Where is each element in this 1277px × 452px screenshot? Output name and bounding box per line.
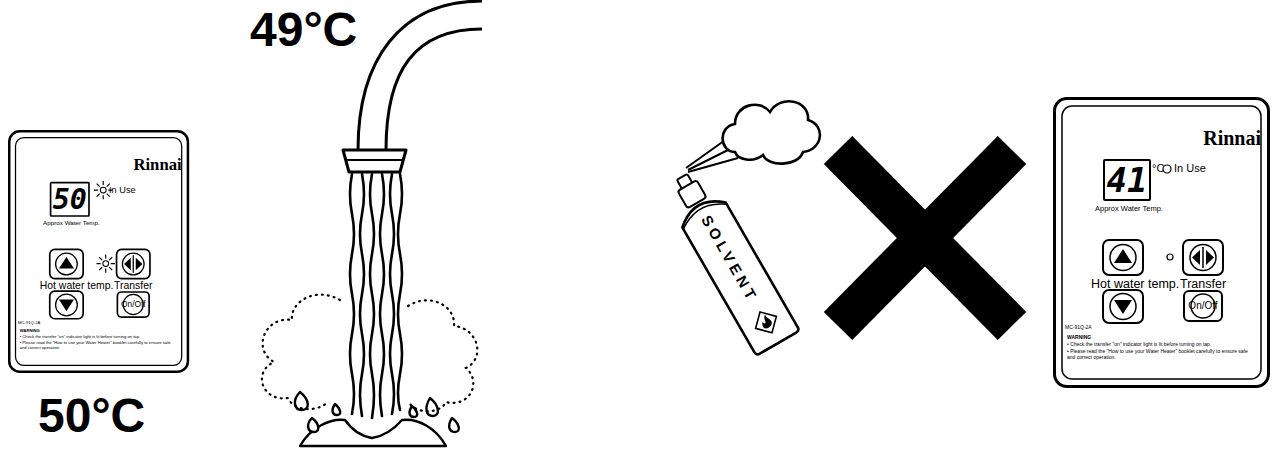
hose bbox=[343, 150, 406, 172]
status-label: In Use bbox=[1174, 162, 1236, 175]
temperature-display: 50 bbox=[50, 182, 90, 217]
can-body bbox=[677, 193, 800, 356]
brand-name: Rinnai bbox=[107, 155, 182, 174]
left-controller-face bbox=[16, 138, 182, 366]
temperature-readout: 50 bbox=[51, 183, 88, 215]
hose bbox=[346, 159, 403, 161]
controller-face bbox=[1062, 106, 1261, 379]
button-label: On/Off bbox=[1185, 292, 1221, 320]
steam bbox=[262, 295, 477, 412]
model-number: MC-91Q-2A bbox=[18, 320, 76, 325]
button-label: On/Off bbox=[118, 293, 148, 316]
prohibition-cross bbox=[838, 150, 1012, 326]
water-stream bbox=[350, 174, 354, 414]
temperature-callout: 50°C bbox=[38, 388, 145, 443]
temperature-display: 41 bbox=[1103, 159, 1151, 201]
water-splash bbox=[333, 404, 341, 415]
spray bbox=[723, 101, 820, 163]
spray bbox=[686, 138, 728, 168]
power-button: On/Off bbox=[1183, 290, 1223, 322]
warning-text: • Please read the "How to use your Water… bbox=[1067, 349, 1257, 361]
display-caption: Approx Water Temp. bbox=[43, 220, 127, 227]
spray bbox=[686, 101, 820, 172]
display-caption: Approx Water Temp. bbox=[1095, 205, 1195, 214]
flammable-symbol bbox=[750, 306, 783, 339]
model-number: MC-91Q-2A bbox=[1065, 325, 1135, 331]
status-label: In Use bbox=[109, 184, 161, 195]
button-label: Hot water temp. bbox=[40, 280, 120, 292]
steam bbox=[262, 295, 340, 409]
water-splash bbox=[300, 420, 446, 446]
warning-text: • Please read the "How to use your Water… bbox=[20, 340, 179, 350]
water-stream bbox=[370, 174, 374, 418]
water-stream bbox=[390, 174, 394, 414]
temperature-readout: 41 bbox=[1105, 161, 1149, 199]
water-splash bbox=[426, 398, 437, 416]
prohibition-cross bbox=[838, 150, 1012, 326]
power-button: On/Off bbox=[117, 291, 150, 318]
warning-heading: WARNING bbox=[1067, 335, 1147, 341]
warning-text: • Check the transfer "on" indicator ligh… bbox=[1067, 342, 1257, 348]
water-stream bbox=[350, 174, 402, 418]
steam bbox=[408, 300, 477, 411]
solvent-can: SOLVENT bbox=[658, 162, 803, 359]
controller-panel: Rinnai In UseApprox Water Temp. Hot water … bbox=[8, 130, 189, 373]
flame-icon bbox=[758, 314, 773, 330]
right-controller-face bbox=[1062, 106, 1261, 379]
water-splash bbox=[295, 392, 459, 446]
hose bbox=[343, 1, 482, 172]
warning-heading: WARNING bbox=[20, 329, 87, 334]
warning-text: • Check the transfer "on" indicator ligh… bbox=[20, 335, 179, 340]
water-splash bbox=[308, 418, 318, 432]
temperature-callout: 49°C bbox=[250, 2, 357, 57]
water-stream bbox=[380, 174, 384, 416]
controller-face bbox=[16, 138, 182, 366]
hose bbox=[386, 29, 482, 150]
lit-indicator bbox=[97, 254, 115, 272]
water-stream bbox=[360, 174, 364, 416]
hose bbox=[358, 1, 482, 150]
brand-name: Rinnai bbox=[1171, 127, 1261, 150]
button-label: Hot water temp. bbox=[1091, 277, 1187, 291]
water-splash bbox=[449, 418, 459, 432]
unit-label: °C bbox=[1152, 162, 1168, 175]
water-stream bbox=[398, 174, 402, 410]
prohibition-cross bbox=[838, 150, 1012, 326]
controller-panel: Rinnai°C In UseApprox Water Temp. Hot wate… bbox=[1053, 97, 1270, 388]
